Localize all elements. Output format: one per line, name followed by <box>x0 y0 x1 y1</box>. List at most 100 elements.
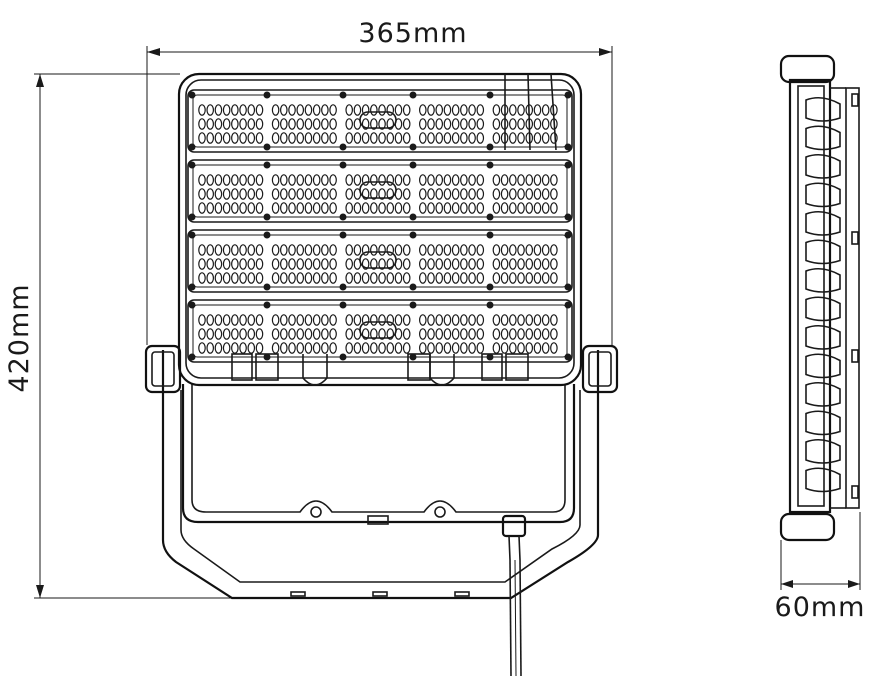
module-screw <box>188 353 196 361</box>
side-clip <box>851 231 859 245</box>
led-lens <box>345 132 354 144</box>
led-lens <box>361 202 370 214</box>
led-lens <box>550 188 558 200</box>
led-lens <box>468 258 476 270</box>
led-lens <box>492 272 501 284</box>
led-lens <box>222 202 231 214</box>
led-lens <box>476 342 485 354</box>
led-lens <box>247 328 256 340</box>
module-frame <box>187 229 573 293</box>
fin-line <box>550 73 557 151</box>
side-knob-top <box>779 54 836 84</box>
led-lens <box>329 258 337 270</box>
led-lens <box>378 118 386 130</box>
led-lens <box>296 342 305 354</box>
led-lens <box>304 272 313 284</box>
led-lens <box>492 118 501 130</box>
led-lens <box>517 104 525 116</box>
led-lens <box>517 188 525 200</box>
led-lens <box>525 132 534 144</box>
led-lens <box>427 272 435 284</box>
led-lens <box>222 104 231 116</box>
led-lens <box>231 104 239 116</box>
led-lens <box>280 174 288 186</box>
led-lens <box>418 328 427 340</box>
led-lens <box>321 244 329 256</box>
led-lens <box>206 104 215 116</box>
led-lens <box>500 258 509 270</box>
led-lens <box>541 314 550 326</box>
led-lens <box>312 328 321 340</box>
side-fin <box>805 153 841 179</box>
led-lens <box>214 188 223 200</box>
led-lens <box>386 328 395 340</box>
knob-right-detail <box>588 351 612 387</box>
led-lens <box>296 314 305 326</box>
led-lens <box>206 258 215 270</box>
led-lens <box>468 314 476 326</box>
led-lens <box>468 272 476 284</box>
led-lens <box>312 174 321 186</box>
led-lens <box>345 342 354 354</box>
led-lens <box>533 244 542 256</box>
module-screw <box>188 301 196 309</box>
led-lens <box>443 328 452 340</box>
led-lens <box>427 258 435 270</box>
led-lens <box>222 132 231 144</box>
side-fin <box>805 381 841 407</box>
led-lens <box>321 104 329 116</box>
led-lens <box>214 132 223 144</box>
led-lens <box>239 258 247 270</box>
led-lens <box>304 132 313 144</box>
led-lens <box>296 104 305 116</box>
side-body-inner <box>797 85 825 507</box>
led-lens <box>329 202 337 214</box>
led-lens <box>247 244 256 256</box>
led-lens <box>353 244 362 256</box>
led-lens <box>288 132 296 144</box>
led-lens <box>296 174 305 186</box>
led-lens <box>353 272 362 284</box>
led-lens <box>198 244 206 256</box>
module-screw <box>564 231 572 239</box>
led-lens <box>239 244 247 256</box>
led-lens <box>231 118 239 130</box>
led-lens <box>443 342 452 354</box>
led-lens <box>460 314 468 326</box>
led-lens <box>402 188 411 200</box>
housing-latch <box>367 515 389 525</box>
led-lens <box>198 314 206 326</box>
led-lens <box>492 202 501 214</box>
led-lens <box>304 328 313 340</box>
led-lens <box>296 118 305 130</box>
led-lens <box>280 202 288 214</box>
width-dimension: 365mm <box>146 18 613 345</box>
module-screw <box>188 231 196 239</box>
led-lens <box>460 104 468 116</box>
led-lens <box>296 258 305 270</box>
led-lens <box>288 188 296 200</box>
led-lens <box>312 314 321 326</box>
module-screw <box>486 301 494 309</box>
led-lens <box>206 244 215 256</box>
led-lens <box>394 174 403 186</box>
led-lens <box>280 188 288 200</box>
led-lens <box>288 314 296 326</box>
led-lens <box>550 328 558 340</box>
led-lens <box>271 202 280 214</box>
led-lens <box>378 174 386 186</box>
top-fins <box>504 73 557 151</box>
led-lens <box>443 118 452 130</box>
led-lens <box>321 272 329 284</box>
led-lens <box>206 314 215 326</box>
side-fin-group <box>805 96 841 493</box>
led-lens <box>533 104 542 116</box>
led-lens <box>402 244 411 256</box>
led-lens <box>541 244 550 256</box>
led-lens <box>271 132 280 144</box>
led-lens <box>312 202 321 214</box>
led-lens <box>198 272 206 284</box>
led-lens <box>435 342 444 354</box>
led-lens <box>345 258 354 270</box>
led-lens <box>329 188 337 200</box>
